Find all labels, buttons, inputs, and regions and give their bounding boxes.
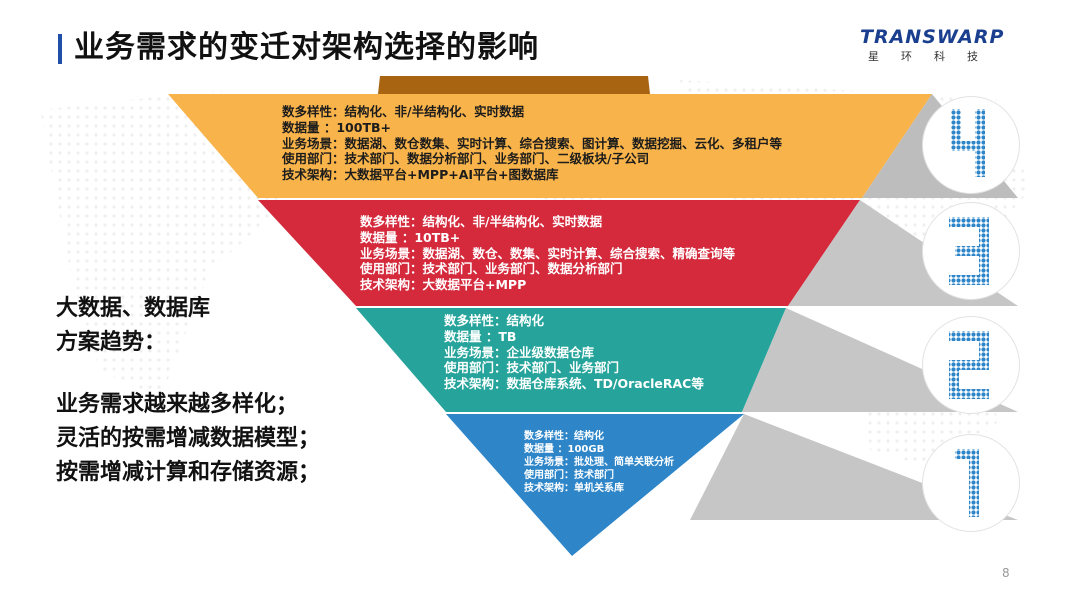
layer-4-line: 数多样性：结构化、非/半结构化、实时数据: [282, 104, 525, 119]
level-1-digit: [955, 449, 979, 517]
layer-3-line: 技术架构：大数据平台+MPP: [360, 277, 527, 292]
level-2-circle: [922, 316, 1020, 414]
level-2-digit: [949, 331, 989, 399]
layer-2-line: 业务场景：企业级数据仓库: [444, 344, 595, 360]
layer-3-text: 数多样性：结构化、非/半结构化、实时数据 数据量 ：10TB+ 业务场景：数据湖…: [360, 214, 735, 293]
layer-4-line: 使用部门：技术部门、数据分析部门、业务部门、二级板块/子公司: [282, 151, 650, 167]
level-1-circle: [922, 434, 1020, 532]
trend-point: 按需增减计算和存储资源；: [56, 460, 321, 486]
slide-title: 业务需求的变迁对架构选择的影响: [74, 30, 539, 65]
pyramid-layer-4: [168, 94, 932, 198]
layer-2-line: 技术架构：数据仓库系统、TD/OracleRAC等: [444, 376, 704, 391]
level-3-circle: [922, 202, 1020, 300]
trend-heading: 大数据、数据库 方案趋势：: [56, 292, 210, 360]
trend-points: 业务需求越来越多样化； 灵活的按需增减数据模型； 按需增减计算和存储资源；: [56, 388, 320, 490]
level-4-digit: [951, 109, 985, 177]
pyramid-layer-3: [258, 200, 860, 306]
trend-point: 业务需求越来越多样化；: [56, 392, 299, 417]
layer-4-line: 业务场景：数据湖、数仓数集、实时计算、综合搜索、图计算、数据挖掘、云化、多租户等: [282, 135, 783, 151]
layer-4-line: 数据量 ：100TB+: [282, 119, 391, 135]
logo-subtitle: 星环科技: [868, 50, 1000, 63]
layer-4-line: 技术架构：大数据平台+MPP+AI平台+图数据库: [282, 167, 559, 182]
layer-4-text: 数多样性：结构化、非/半结构化、实时数据 数据量 ：100TB+ 业务场景：数据…: [282, 104, 782, 183]
trend-heading-line: 大数据、数据库: [56, 296, 211, 321]
layer-1-line: 数据量 ：100GB: [524, 444, 605, 455]
layer-2-text: 数多样性：结构化 数据量 ：TB 业务场景：企业级数据仓库 使用部门：技术部门、…: [444, 313, 704, 392]
level-3-digit: [949, 217, 989, 285]
trend-point: 灵活的按需增减数据模型；: [56, 426, 321, 452]
layer-2-line: 数多样性：结构化: [444, 313, 545, 328]
page-number: 8: [1002, 566, 1010, 580]
layer-3-line: 使用部门：技术部门、业务部门、数据分析部门: [360, 261, 623, 277]
pyramid-cap: [378, 76, 650, 94]
layer-1-line: 业务场景：批处理、简单关联分析: [524, 457, 674, 468]
pyramid-layer-1: [446, 414, 744, 556]
layer-2-line: 数据量 ：TB: [444, 328, 517, 344]
layer-1-line: 技术架构：单机关系库: [524, 483, 624, 494]
layer-1-line: 数多样性：结构化: [524, 431, 604, 442]
logo-wordmark: TRANSWARP: [860, 26, 1005, 48]
layer-3-line: 数据量 ：10TB+: [360, 229, 461, 245]
company-logo: TRANSWARP 星环科技: [860, 26, 1020, 70]
layer-3-line: 数多样性：结构化、非/半结构化、实时数据: [360, 214, 603, 229]
level-4-circle: [922, 96, 1020, 194]
layer-1-line: 使用部门：技术部门: [524, 470, 614, 481]
layer-2-line: 使用部门：技术部门、业务部门: [444, 360, 620, 376]
layer-3-line: 业务场景：数据湖、数仓、数集、实时计算、综合搜索、精确查询等: [360, 245, 736, 261]
layer-1-text: 数多样性：结构化 数据量 ：100GB 业务场景：批处理、简单关联分析 使用部门…: [524, 430, 674, 495]
pyramid-layer-2: [356, 308, 786, 412]
trend-heading-line: 方案趋势：: [56, 330, 167, 356]
title-accent-bar: [58, 34, 62, 64]
